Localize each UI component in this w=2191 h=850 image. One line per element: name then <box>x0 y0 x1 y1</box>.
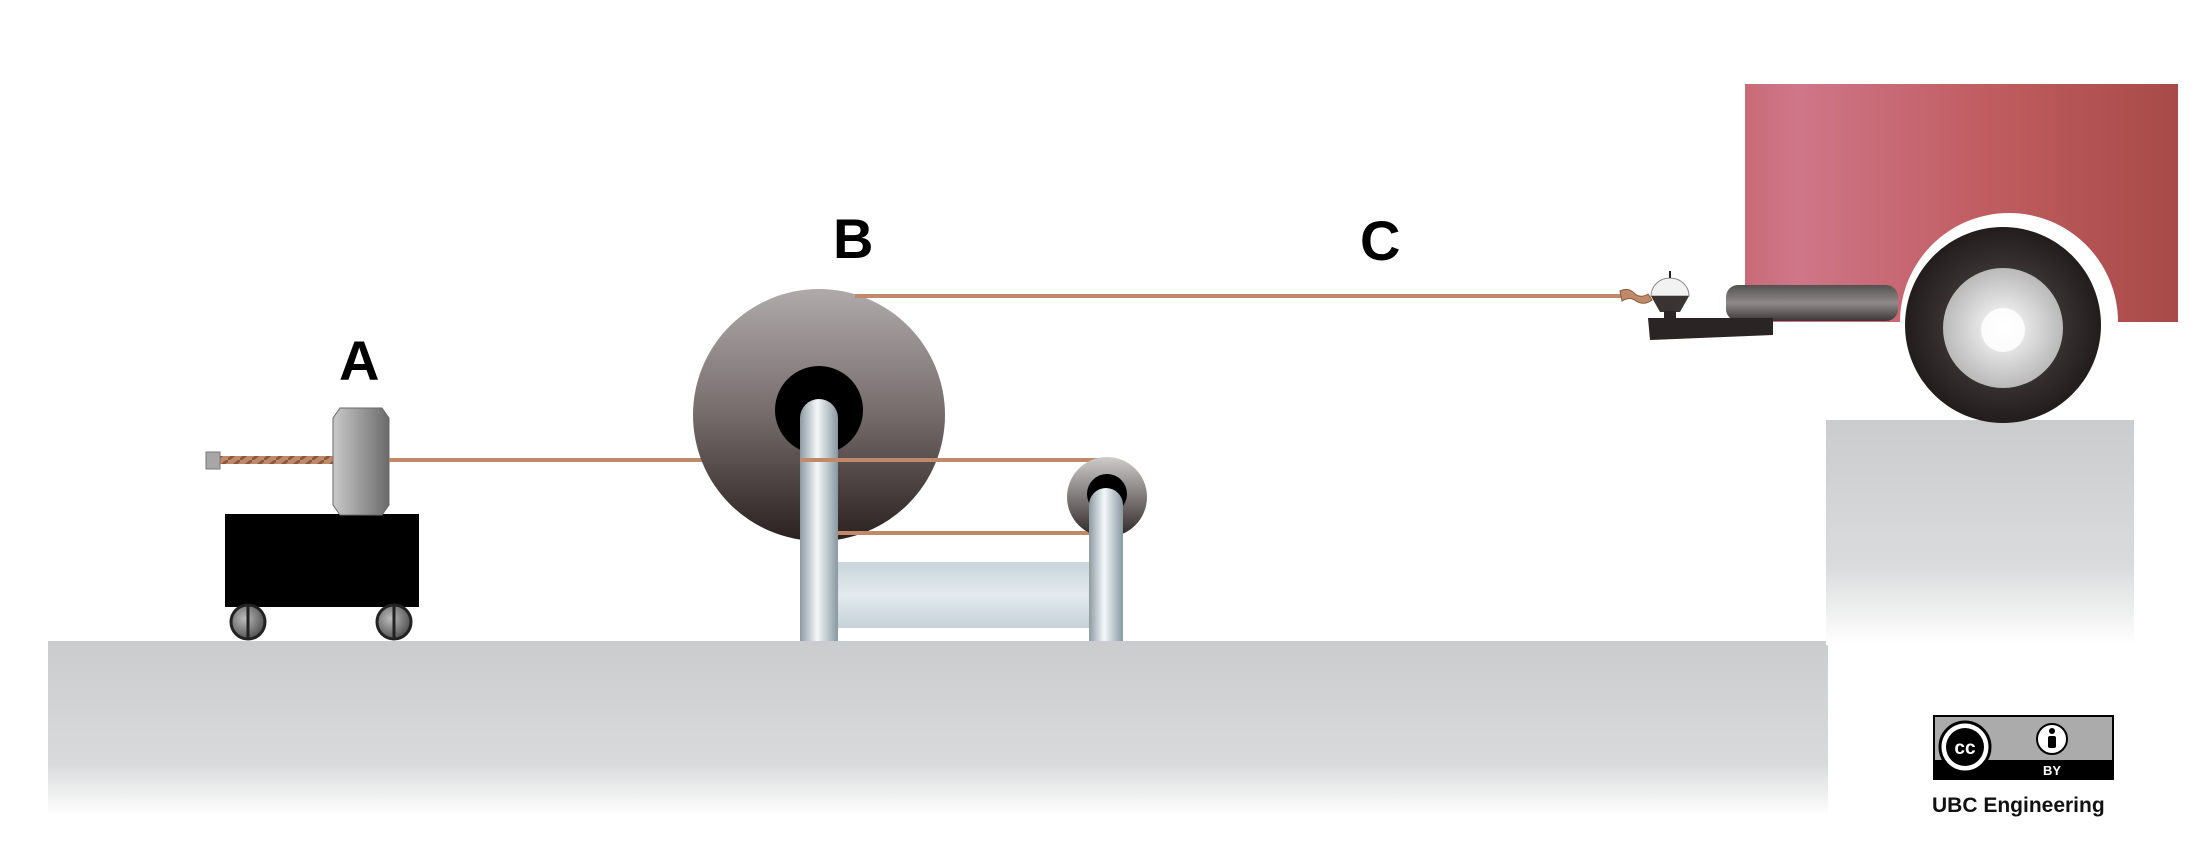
label-c: C <box>1360 209 1400 272</box>
truck-bumper <box>1726 285 1898 321</box>
label-b: B <box>833 207 873 270</box>
raised-platform <box>1826 420 2134 645</box>
tow-hitch-bar <box>1648 318 1773 340</box>
cart-wheel-right <box>375 603 413 641</box>
truck-wheel <box>1905 227 2101 423</box>
winch-b <box>693 289 1147 641</box>
cart-a <box>205 407 419 641</box>
by-label: BY <box>2043 763 2061 778</box>
tow-ball <box>1650 271 1690 321</box>
ground <box>48 641 1828 816</box>
rope-end-cap <box>205 451 221 470</box>
winch-pole-left <box>800 399 838 641</box>
hammer-block <box>332 407 390 516</box>
cart-body <box>225 514 419 607</box>
label-a: A <box>339 329 379 392</box>
person-icon <box>2036 723 2068 755</box>
cc-by-badge: cc BY <box>1933 715 2114 780</box>
winch-frame-crossbar <box>832 562 1094 628</box>
rope-twisted-segment <box>217 456 335 464</box>
truck-body <box>1745 84 2178 322</box>
cc-icon-text: cc <box>1954 738 1976 759</box>
truck <box>1648 84 2178 423</box>
credit-text: UBC Engineering <box>1932 794 2105 817</box>
cc-icon: cc <box>1938 720 1992 774</box>
rope-knot <box>1619 288 1653 304</box>
cart-wheel-left <box>229 603 267 641</box>
winch-pole-right <box>1089 488 1123 641</box>
